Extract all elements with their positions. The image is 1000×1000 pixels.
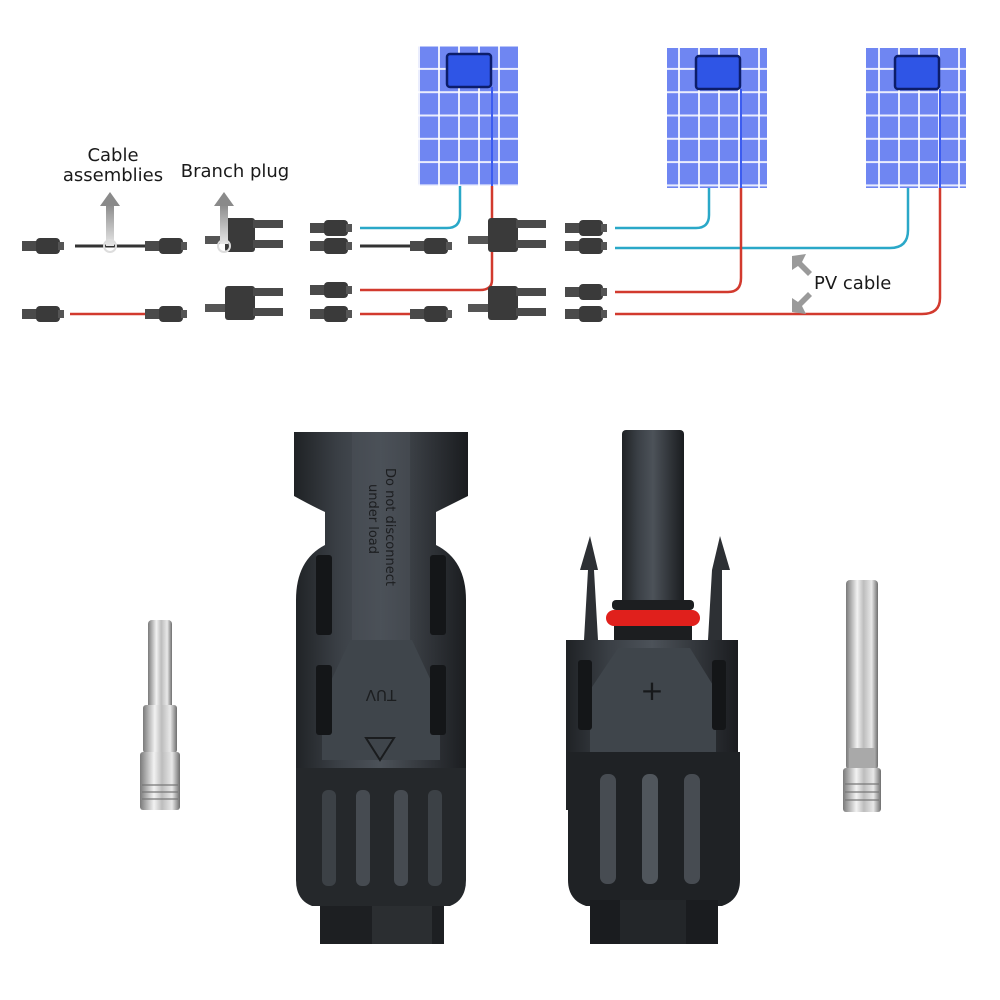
pv-cable-arrow-icons	[792, 254, 812, 314]
cable-assemblies-arrow-icon	[100, 192, 120, 253]
male-pin-icon	[140, 620, 180, 810]
brand-mark-text: TUV	[365, 686, 397, 704]
solar-panel-3	[866, 48, 966, 188]
wiring-diagram-graphic	[22, 46, 966, 322]
branch-plugs	[205, 218, 546, 320]
polarity-plus-mark: +	[640, 674, 663, 707]
cable-assemblies-label-line2: assemblies	[62, 165, 164, 186]
product-graphic: TUV Do not disconnect under load +	[140, 430, 881, 944]
female-pin-icon	[843, 580, 881, 812]
male-connector	[566, 430, 740, 944]
branch-plug-arrow-icon	[214, 192, 234, 253]
middle-connectors	[310, 220, 607, 322]
certification-triangle-icon	[364, 737, 396, 762]
cable-assembly-connectors	[22, 238, 187, 322]
product-photo: TUV Do not disconnect under load +	[0, 400, 1000, 1000]
wiring-diagram: Cable assemblies Branch plug PV cable	[0, 0, 1000, 340]
embossed-warning-line2: under load	[365, 484, 380, 554]
solar-panel-1	[418, 46, 518, 186]
female-connector	[294, 432, 468, 944]
cable-assemblies-label-line1: Cable	[87, 145, 139, 166]
cable-assemblies-label: Cable assemblies	[58, 146, 168, 186]
embossed-warning-line1: Do not disconnect	[382, 468, 397, 586]
solar-panel-2	[667, 48, 767, 188]
branch-plug-label: Branch plug	[180, 161, 290, 182]
negative-cables	[360, 186, 910, 250]
pv-cable-label: PV cable	[814, 273, 892, 294]
left-latch	[580, 536, 598, 640]
red-seal-ring	[606, 610, 700, 626]
right-latch	[708, 536, 730, 640]
